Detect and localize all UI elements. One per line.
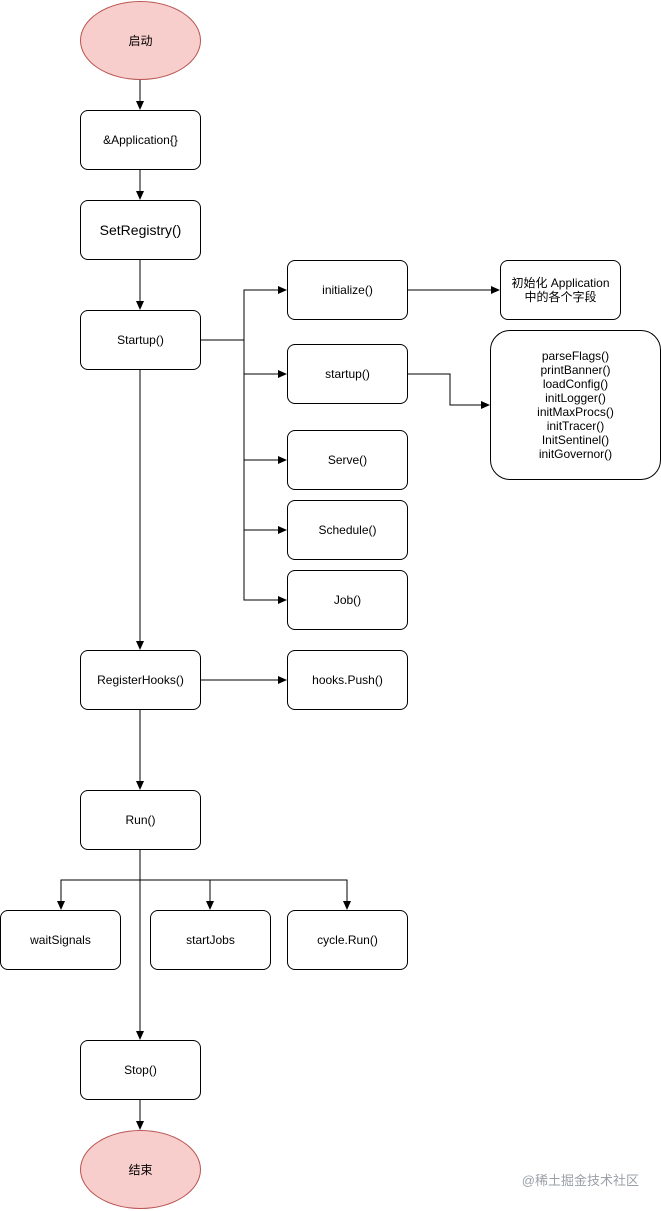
step-init-max-procs: initMaxProcs() [537,405,614,419]
initialize-node: initialize() [287,260,408,320]
job-node: Job() [287,570,408,630]
step-init-logger: initLogger() [545,391,606,405]
initialize-label: initialize() [322,283,373,297]
startup-label: Startup() [117,333,164,347]
application-node: &Application{} [80,110,201,170]
schedule-label: Schedule() [318,523,377,537]
run-node: Run() [80,790,201,850]
wait-signals-node: waitSignals [0,910,121,970]
init-desc-label: 初始化 Application 中的各个字段 [511,276,610,304]
schedule-node: Schedule() [287,500,408,560]
edge-startup-initialize [200,286,287,341]
startup-lower-label: startup() [325,367,370,381]
edge-run-waitsignals [57,879,140,910]
step-init-governor: initGovernor() [538,447,613,461]
step-init-sentinel: InitSentinel() [541,433,610,447]
edge-startup-schedule [243,460,287,534]
register-hooks-label: RegisterHooks() [97,673,184,687]
step-print-banner: printBanner() [540,363,611,377]
stop-label: Stop() [124,1063,157,1077]
edge-run-startjobs [140,879,214,910]
wait-signals-label: waitSignals [30,933,91,947]
stop-node: Stop() [80,1040,201,1100]
startup-node: Startup() [80,310,201,370]
run-label: Run() [125,813,156,827]
set-registry-label: SetRegistry() [99,222,182,238]
edge-startup-job [243,530,287,604]
watermark: @稀土掘金技术社区 [521,1173,639,1188]
start-node: 启动 [80,1,201,80]
init-desc-node: 初始化 Application 中的各个字段 [500,260,621,320]
start-jobs-label: startJobs [186,933,235,947]
step-parse-flags: parseFlags() [541,349,610,363]
application-label: &Application{} [103,133,178,147]
start-label: 启动 [128,33,153,48]
register-hooks-node: RegisterHooks() [80,650,201,710]
serve-label: Serve() [327,453,368,467]
edge-run-cyclerun [210,879,351,910]
hooks-push-node: hooks.Push() [287,650,408,710]
cycle-run-label: cycle.Run() [317,933,378,947]
edge-startup-serve [243,374,287,464]
startup-lower-node: startup() [287,344,408,404]
step-init-tracer: initTracer() [546,419,605,433]
cycle-run-node: cycle.Run() [287,910,408,970]
end-node: 结束 [80,1130,201,1209]
startup-steps-list: parseFlags() printBanner() loadConfig() … [537,349,614,461]
serve-node: Serve() [287,430,408,490]
startup-steps-node: parseFlags() printBanner() loadConfig() … [490,330,661,480]
end-label: 结束 [128,1162,153,1177]
job-label: Job() [333,593,362,607]
hooks-push-label: hooks.Push() [312,673,383,687]
edge-startup-lower-steps [408,373,490,409]
start-jobs-node: startJobs [150,910,271,970]
step-load-config: loadConfig() [542,377,609,391]
edge-startup-startup-lower [243,340,287,378]
set-registry-node: SetRegistry() [80,200,201,260]
